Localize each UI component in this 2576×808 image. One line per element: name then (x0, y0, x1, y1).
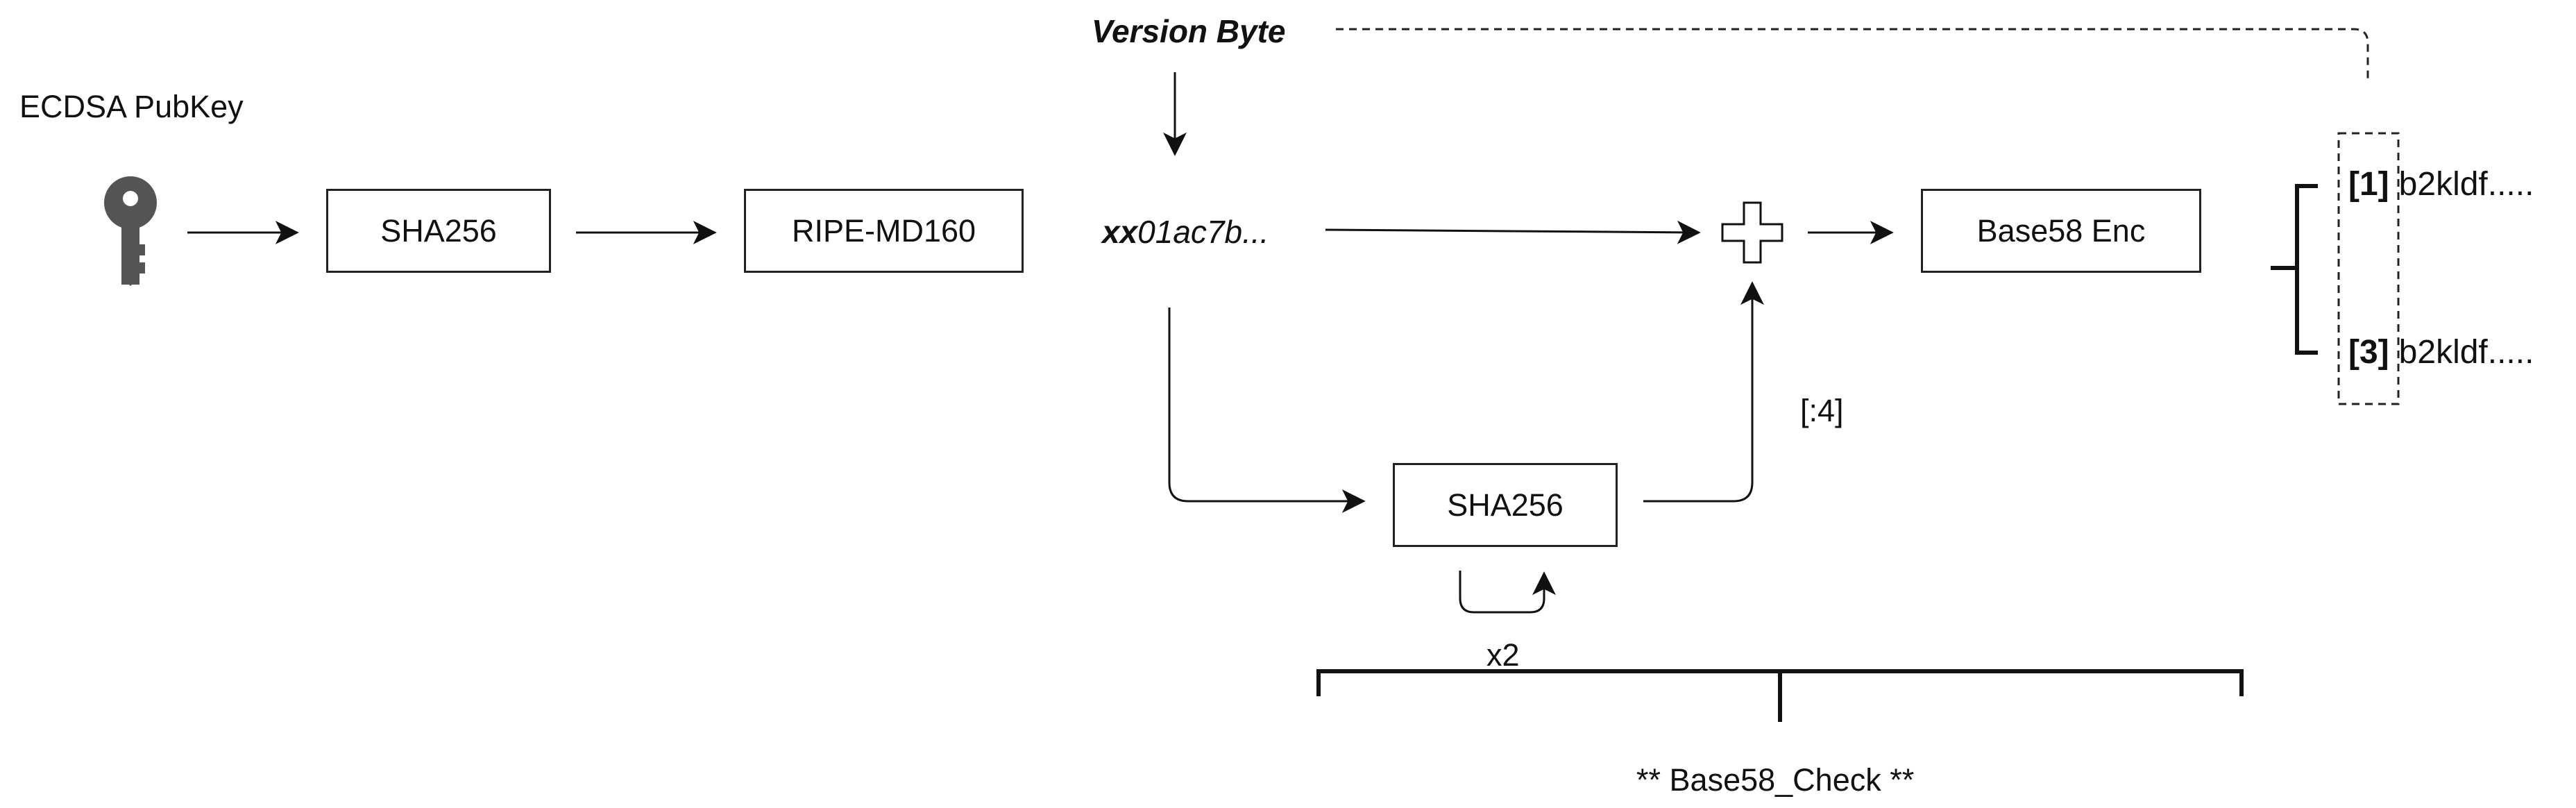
loop-arrow (1459, 571, 1556, 614)
selected-results-frame (2337, 132, 2400, 405)
result-item-1: [1]b2kldf..... (2348, 165, 2534, 203)
key-icon (104, 176, 157, 286)
result-index: [3] (2348, 334, 2389, 371)
version-byte-label: Version Byte (1092, 13, 1286, 49)
result-value: b2kldf..... (2398, 166, 2534, 203)
result-value: b2kldf..... (2398, 334, 2534, 371)
result-bracket (2271, 184, 2318, 355)
pubkey-label: ECDSA PubKey (19, 89, 244, 124)
payload-label: xx01ac7b... (1102, 213, 1269, 251)
result-item-3: [3]b2kldf..... (2348, 333, 2534, 371)
payload-rest: 01ac7b... (1137, 214, 1269, 250)
ripemd160-box: RIPE-MD160 (744, 189, 1024, 273)
checksum-slice-label: [:4] (1800, 393, 1844, 428)
sha256-double-box: SHA256 (1393, 463, 1618, 547)
plus-symbol (1721, 201, 1783, 264)
sha256-box: SHA256 (326, 189, 551, 273)
arrow-sha256-to-plus (1643, 281, 1764, 503)
payload-prefix: xx (1102, 214, 1138, 250)
repeat-count-label: x2 (1486, 637, 1520, 673)
base58-check-label: ** Base58_Check ** (1636, 762, 1915, 798)
base58-check-bracket (1316, 669, 2244, 722)
arrow-payload-to-plus (1325, 220, 1701, 244)
arrow-payload-to-sha256 (1168, 308, 1366, 513)
version-byte-connector (1336, 28, 2369, 83)
base58-enc-box: Base58 Enc (1921, 189, 2201, 273)
result-index: [1] (2348, 166, 2389, 203)
